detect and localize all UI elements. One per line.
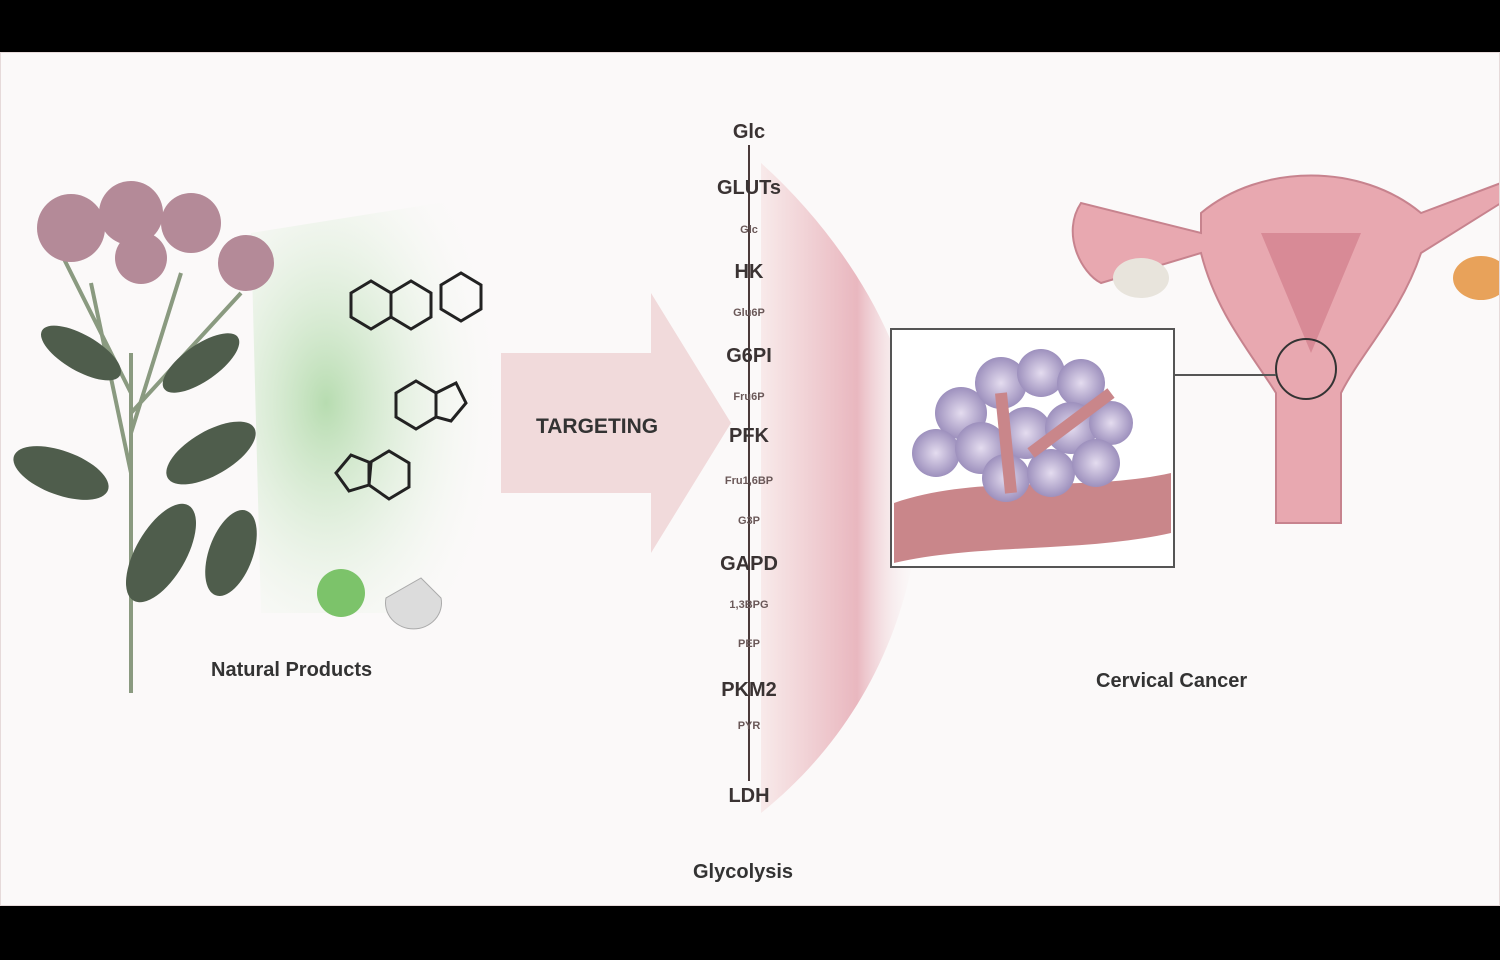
cervical-cancer-label: Cervical Cancer bbox=[1096, 670, 1248, 692]
pathway-step: Fru1,6BP bbox=[724, 475, 774, 487]
pathway-step: HK bbox=[734, 261, 764, 283]
pink-glow bbox=[761, 163, 921, 813]
uterus-illustration bbox=[1071, 174, 1499, 524]
pathway-step: PKM2 bbox=[721, 679, 777, 701]
pathway-step: Glu6P bbox=[733, 307, 765, 319]
protein-green bbox=[317, 569, 365, 617]
pathway-step: LDH bbox=[728, 785, 770, 807]
pathway-step: 1,3BPG bbox=[729, 599, 769, 611]
pathway-step: G6PI bbox=[726, 345, 772, 367]
zoom-circle bbox=[1275, 338, 1337, 400]
pathway-step: PFK bbox=[729, 425, 769, 447]
pathway-step: PYR bbox=[737, 720, 761, 732]
pathway-step: GAPD bbox=[720, 553, 778, 575]
green-glow bbox=[251, 193, 501, 613]
pathway-step: Fru6P bbox=[733, 391, 765, 403]
targeting-label: TARGETING bbox=[536, 415, 659, 438]
protein-grey bbox=[385, 577, 442, 630]
graphical-abstract: Natural Products TARGETING Glycolysis Ce… bbox=[0, 52, 1500, 906]
pathway-step: PEP bbox=[737, 638, 761, 650]
pathway-step: GLUTs bbox=[716, 177, 782, 199]
pathway-step: G3P bbox=[737, 515, 761, 527]
illustration-layer bbox=[13, 145, 1499, 813]
tumor-inset bbox=[890, 328, 1175, 568]
molecule-structures bbox=[334, 271, 483, 501]
targeting-arrow bbox=[501, 293, 731, 553]
pathway-step: Glc bbox=[732, 121, 766, 143]
pathway-step: Glc bbox=[740, 224, 758, 236]
plant-illustration bbox=[13, 181, 274, 693]
natural-products-label: Natural Products bbox=[211, 659, 373, 681]
glycolysis-label: Glycolysis bbox=[693, 861, 794, 883]
